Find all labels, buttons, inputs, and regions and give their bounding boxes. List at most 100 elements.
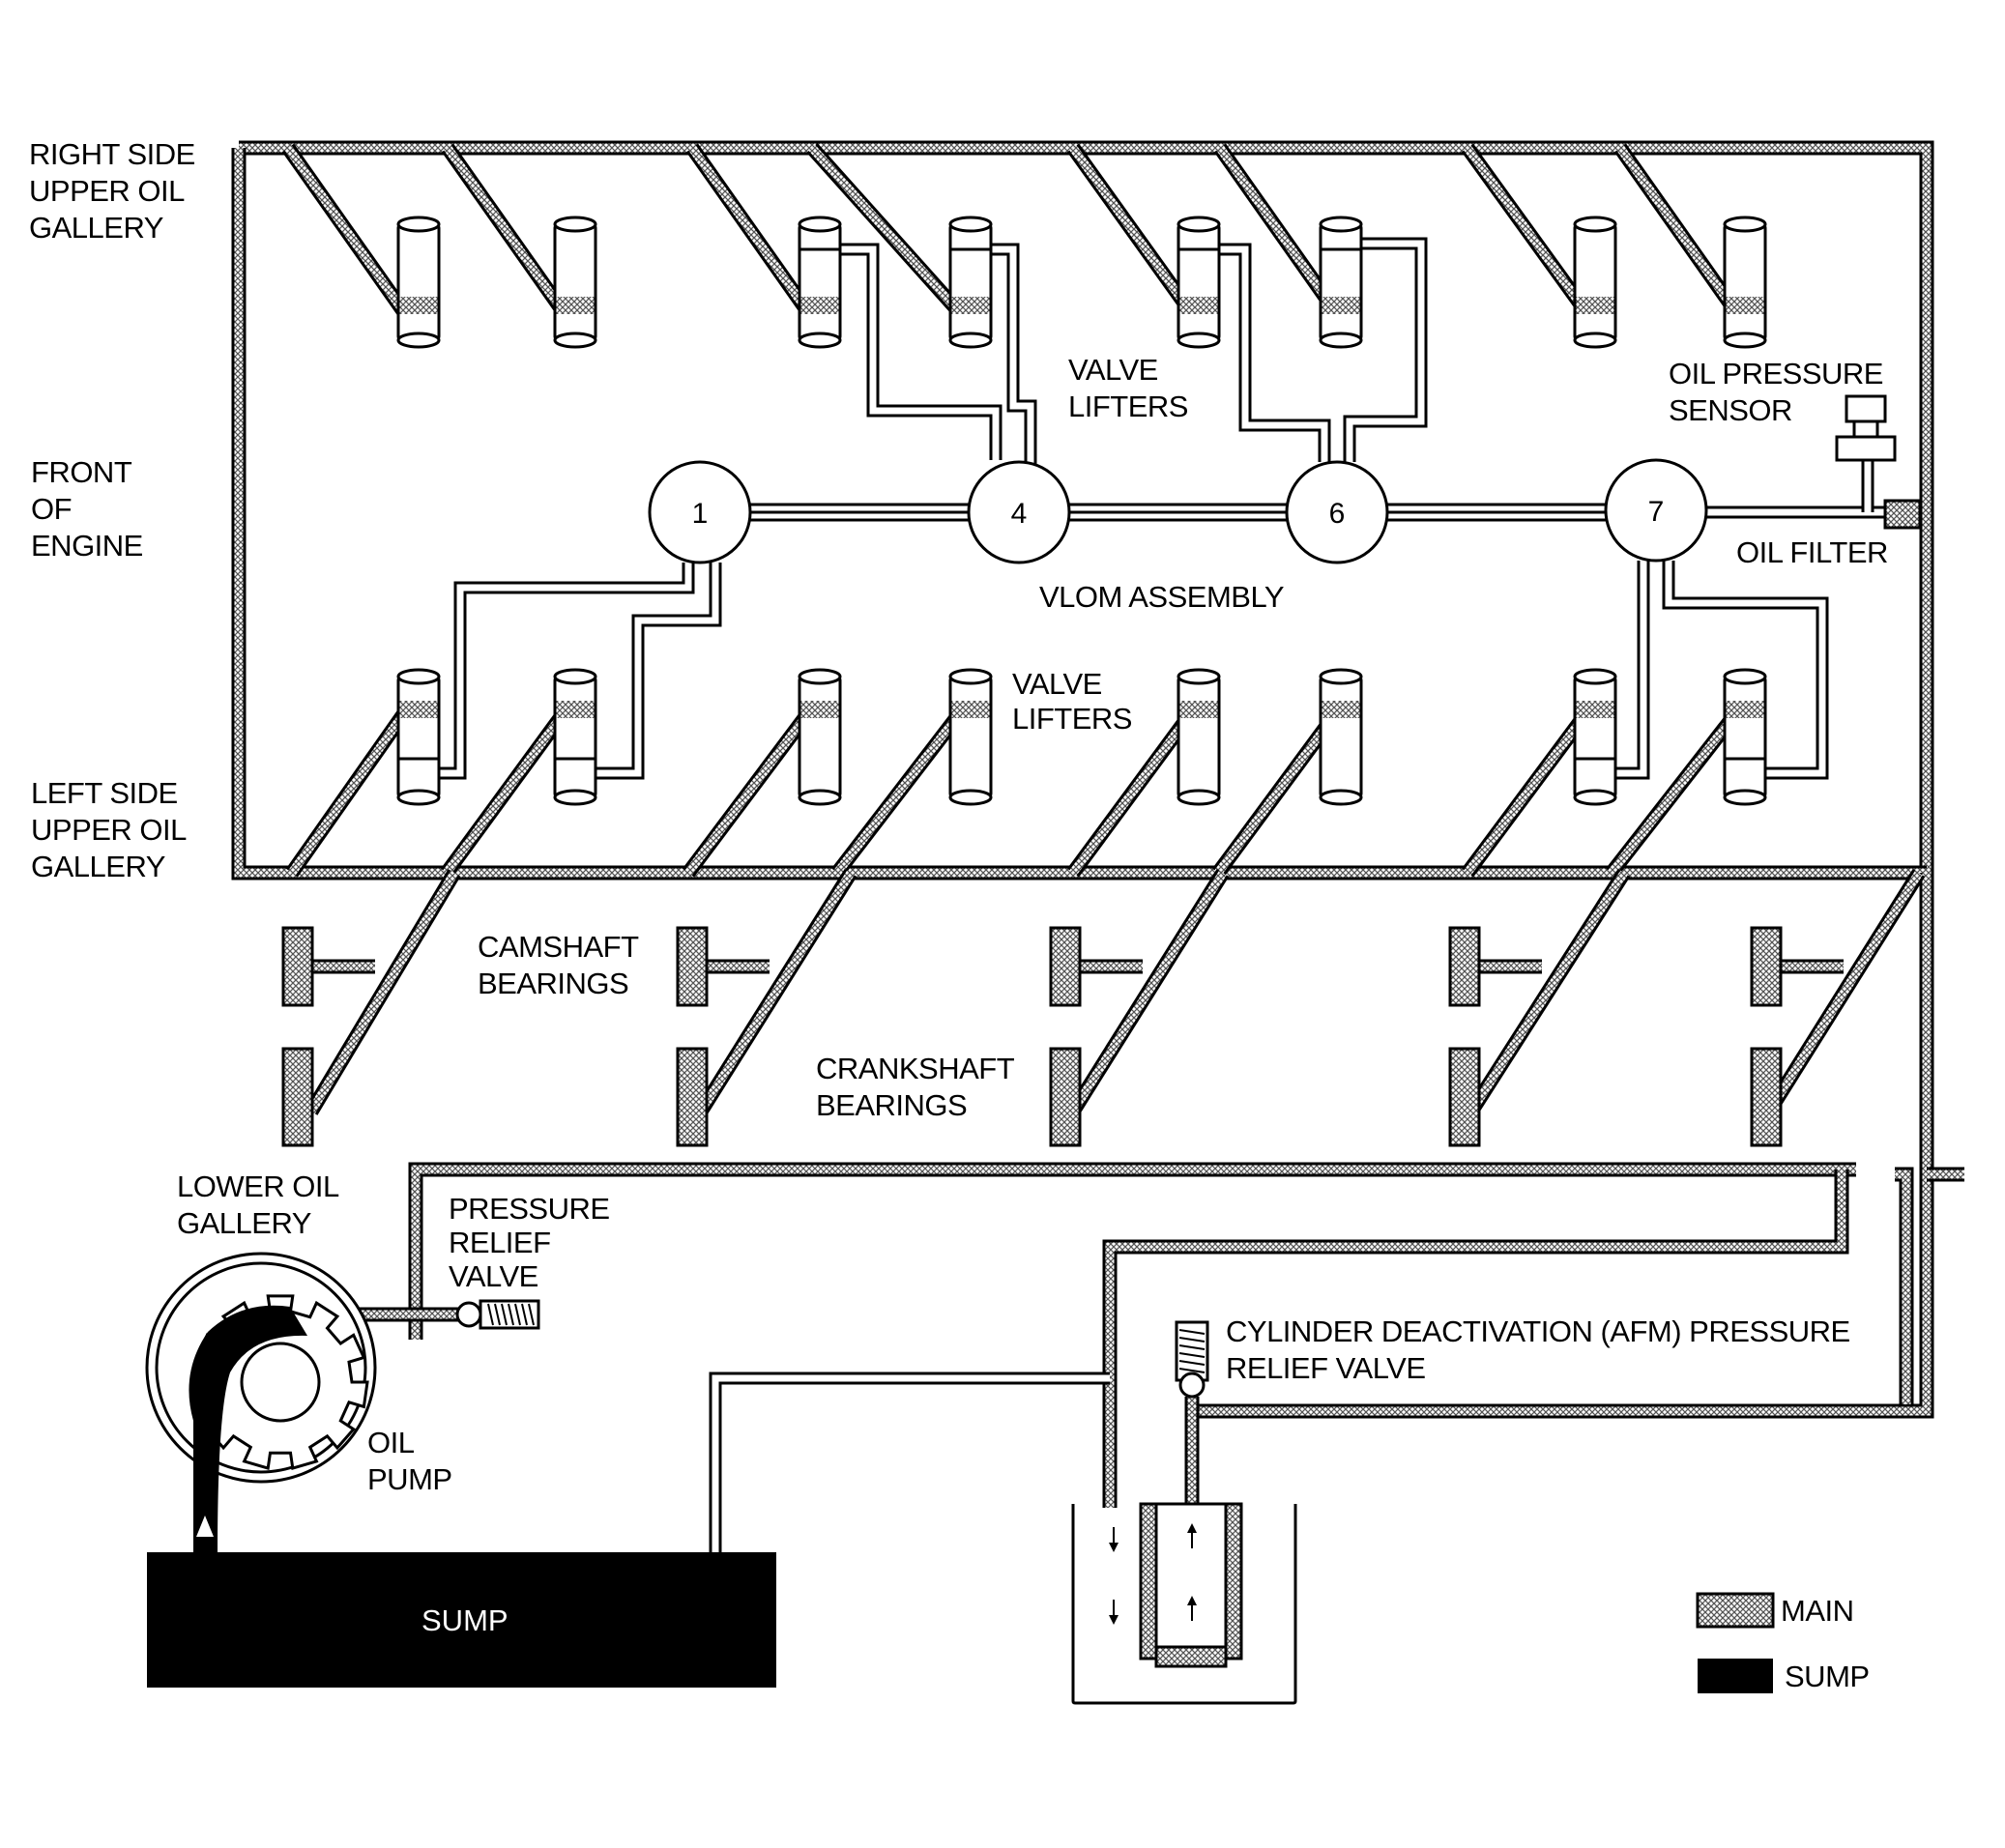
front-label-2: OF xyxy=(31,492,72,526)
top-valve-lifter-6-top xyxy=(1319,216,1363,233)
crankshaft-feed-4 xyxy=(1467,870,1628,1114)
vlom-solenoid-4 xyxy=(967,460,1071,564)
crankshaft-bearings-label-2: BEARINGS xyxy=(816,1088,967,1122)
bottom-lifter-feed-1 xyxy=(288,707,410,876)
legend-main-swatch xyxy=(1696,1592,1775,1629)
afm-reservoir-container xyxy=(1071,1504,1297,1705)
bottom-valve-lifter-1-top xyxy=(396,668,441,685)
bottom-valve-lifter-4-top xyxy=(948,668,993,685)
bottom-valve-lifter-3-oil-band xyxy=(800,701,839,718)
top-valve-lifter-3-bottom xyxy=(798,332,842,349)
top-valve-lifter-6 xyxy=(1319,222,1363,342)
crankshaft-bearing-1 xyxy=(281,1047,314,1147)
top-valve-lifter-3-top xyxy=(798,216,842,233)
bottom-lifter-feed-8 xyxy=(1608,707,1742,876)
vlom-6-to-lifter-6 xyxy=(1346,240,1425,462)
vlom-solenoid-7 xyxy=(1604,458,1708,563)
oil-pressure-sensor-label-2: SENSOR xyxy=(1669,393,1792,427)
flow-arrow-head-icon-2 xyxy=(1109,1615,1119,1625)
relief-valve-spring-coil-4 xyxy=(508,1303,514,1326)
top-valve-lifter-1-bottom xyxy=(396,332,441,349)
top-valve-lifter-6-oil-band xyxy=(1322,297,1360,314)
top-valve-lifter-2-top xyxy=(553,216,597,233)
top-lifter-feed-7 xyxy=(1464,145,1592,318)
camshaft-bearings-label-1: CAMSHAFT xyxy=(478,930,639,964)
right-gallery-label-2: UPPER OIL xyxy=(29,174,185,208)
flow-arrow-head-icon-3 xyxy=(1187,1523,1197,1533)
legend: MAIN SUMP xyxy=(1696,1592,1870,1693)
oil-pressure-sensor-neck xyxy=(1852,419,1879,439)
bottom-lifter-feed-4 xyxy=(833,707,966,876)
bottom-valve-lifter-2 xyxy=(553,675,597,799)
top-valve-lifter-2 xyxy=(553,222,597,342)
bottom-valve-lifter-7-bottom xyxy=(1573,789,1617,806)
sump-reservoir xyxy=(147,1552,776,1688)
top-valve-lifter-4-oil-band xyxy=(951,297,990,314)
camshaft-bearing-3 xyxy=(1049,926,1082,1007)
vlom-4-to-lifter-3 xyxy=(840,245,1000,460)
top-valve-lifter-8-oil-band xyxy=(1726,297,1764,314)
crankshaft-feed-5 xyxy=(1765,870,1923,1114)
bottom-lifter-feed-5 xyxy=(1069,707,1197,876)
front-label-3: ENGINE xyxy=(31,529,143,563)
bottom-valve-lifter-7 xyxy=(1573,675,1617,799)
labels: RIGHT SIDE UPPER OIL GALLERY FRONT OF EN… xyxy=(29,137,1888,1496)
bottom-valve-lifter-5-bottom xyxy=(1177,789,1221,806)
valve-lifters-top-label-2: LIFTERS xyxy=(1068,390,1188,423)
bottom-valve-lifter-8 xyxy=(1723,675,1767,799)
bottom-valve-lifter-2-bottom xyxy=(553,789,597,806)
top-valve-lifter-1-oil-band xyxy=(399,297,438,314)
left-gallery-label-2: UPPER OIL xyxy=(31,813,187,847)
top-valve-lifter-8 xyxy=(1723,222,1767,342)
top-valve-lifter-8-top xyxy=(1723,216,1767,233)
oil-pressure-sensor-head xyxy=(1845,394,1887,423)
afm-relief-spring-coil-2 xyxy=(1178,1337,1206,1343)
vlom-1-to-lifter-10 xyxy=(596,563,719,777)
bottom-valve-lifter-6 xyxy=(1319,675,1363,799)
afm-relief-spring-coil-3 xyxy=(1178,1344,1206,1350)
crankshaft-feed-3 xyxy=(1069,870,1227,1114)
relief-valve-ball xyxy=(455,1301,482,1328)
engine-bearings xyxy=(281,926,1783,1147)
top-valve-lifter-3 xyxy=(798,222,842,342)
bottom-lifter-feed-7 xyxy=(1464,707,1592,876)
top-valve-lifter-7-bottom xyxy=(1573,332,1617,349)
relief-valve-spring-coil-7 xyxy=(528,1303,535,1326)
vlom-7-to-lifter-15-outline xyxy=(1615,561,1650,780)
oil-pump-shaft xyxy=(240,1342,321,1423)
vlom-7-to-lifter-15 xyxy=(1615,561,1647,777)
relief-valve-spring-coil-5 xyxy=(514,1303,521,1326)
legend-main-label: MAIN xyxy=(1781,1594,1854,1628)
legend-sump-label: SUMP xyxy=(1785,1660,1870,1693)
vlom-solenoid-4-number: 4 xyxy=(1011,498,1028,530)
afm-relief-label-2: RELIEF VALVE xyxy=(1226,1351,1426,1385)
top-lifter-feed-8 xyxy=(1616,145,1742,318)
left-upper-gallery-frame xyxy=(234,148,1927,878)
crankshaft-feed-1 xyxy=(307,870,458,1114)
oil-pressure-sensor-body xyxy=(1835,435,1897,462)
oil-filter-label: OIL FILTER xyxy=(1736,535,1888,569)
top-valve-lifter-1 xyxy=(396,222,441,342)
relief-valve-spring-coil-2 xyxy=(494,1303,501,1326)
bottom-valve-lifter-5 xyxy=(1177,675,1221,799)
sump-label: SUMP xyxy=(421,1603,509,1637)
vlom-6-to-lifter-5 xyxy=(1219,245,1328,462)
left-gallery-label-3: GALLERY xyxy=(31,850,165,883)
vlom-solenoid-1 xyxy=(648,460,752,564)
valve-lifters-bottom-label-1: VALVE xyxy=(1012,667,1102,701)
relief-valve-spring-coil-1 xyxy=(487,1303,494,1326)
sump-return-passage-outline xyxy=(709,1372,1110,1552)
camshaft-bearing-4 xyxy=(1448,926,1481,1007)
camshaft-bearing-1 xyxy=(281,926,314,1007)
relief-valve-spring-coil-6 xyxy=(521,1303,528,1326)
afm-relief-spring-coil-4 xyxy=(1178,1352,1206,1358)
bottom-valve-lifter-1-bottom xyxy=(396,789,441,806)
bottom-valve-lifter-1-oil-band xyxy=(399,701,438,718)
top-valve-lifter-7 xyxy=(1573,222,1617,342)
relief-valve-spring-coil-3 xyxy=(501,1303,508,1326)
flow-arrow-head-icon-4 xyxy=(1187,1596,1197,1605)
crankshaft-bearing-4 xyxy=(1448,1047,1481,1147)
bottom-valve-lifter-3-bottom xyxy=(798,789,842,806)
oil-pressure-sensor-label-1: OIL PRESSURE xyxy=(1669,357,1883,390)
